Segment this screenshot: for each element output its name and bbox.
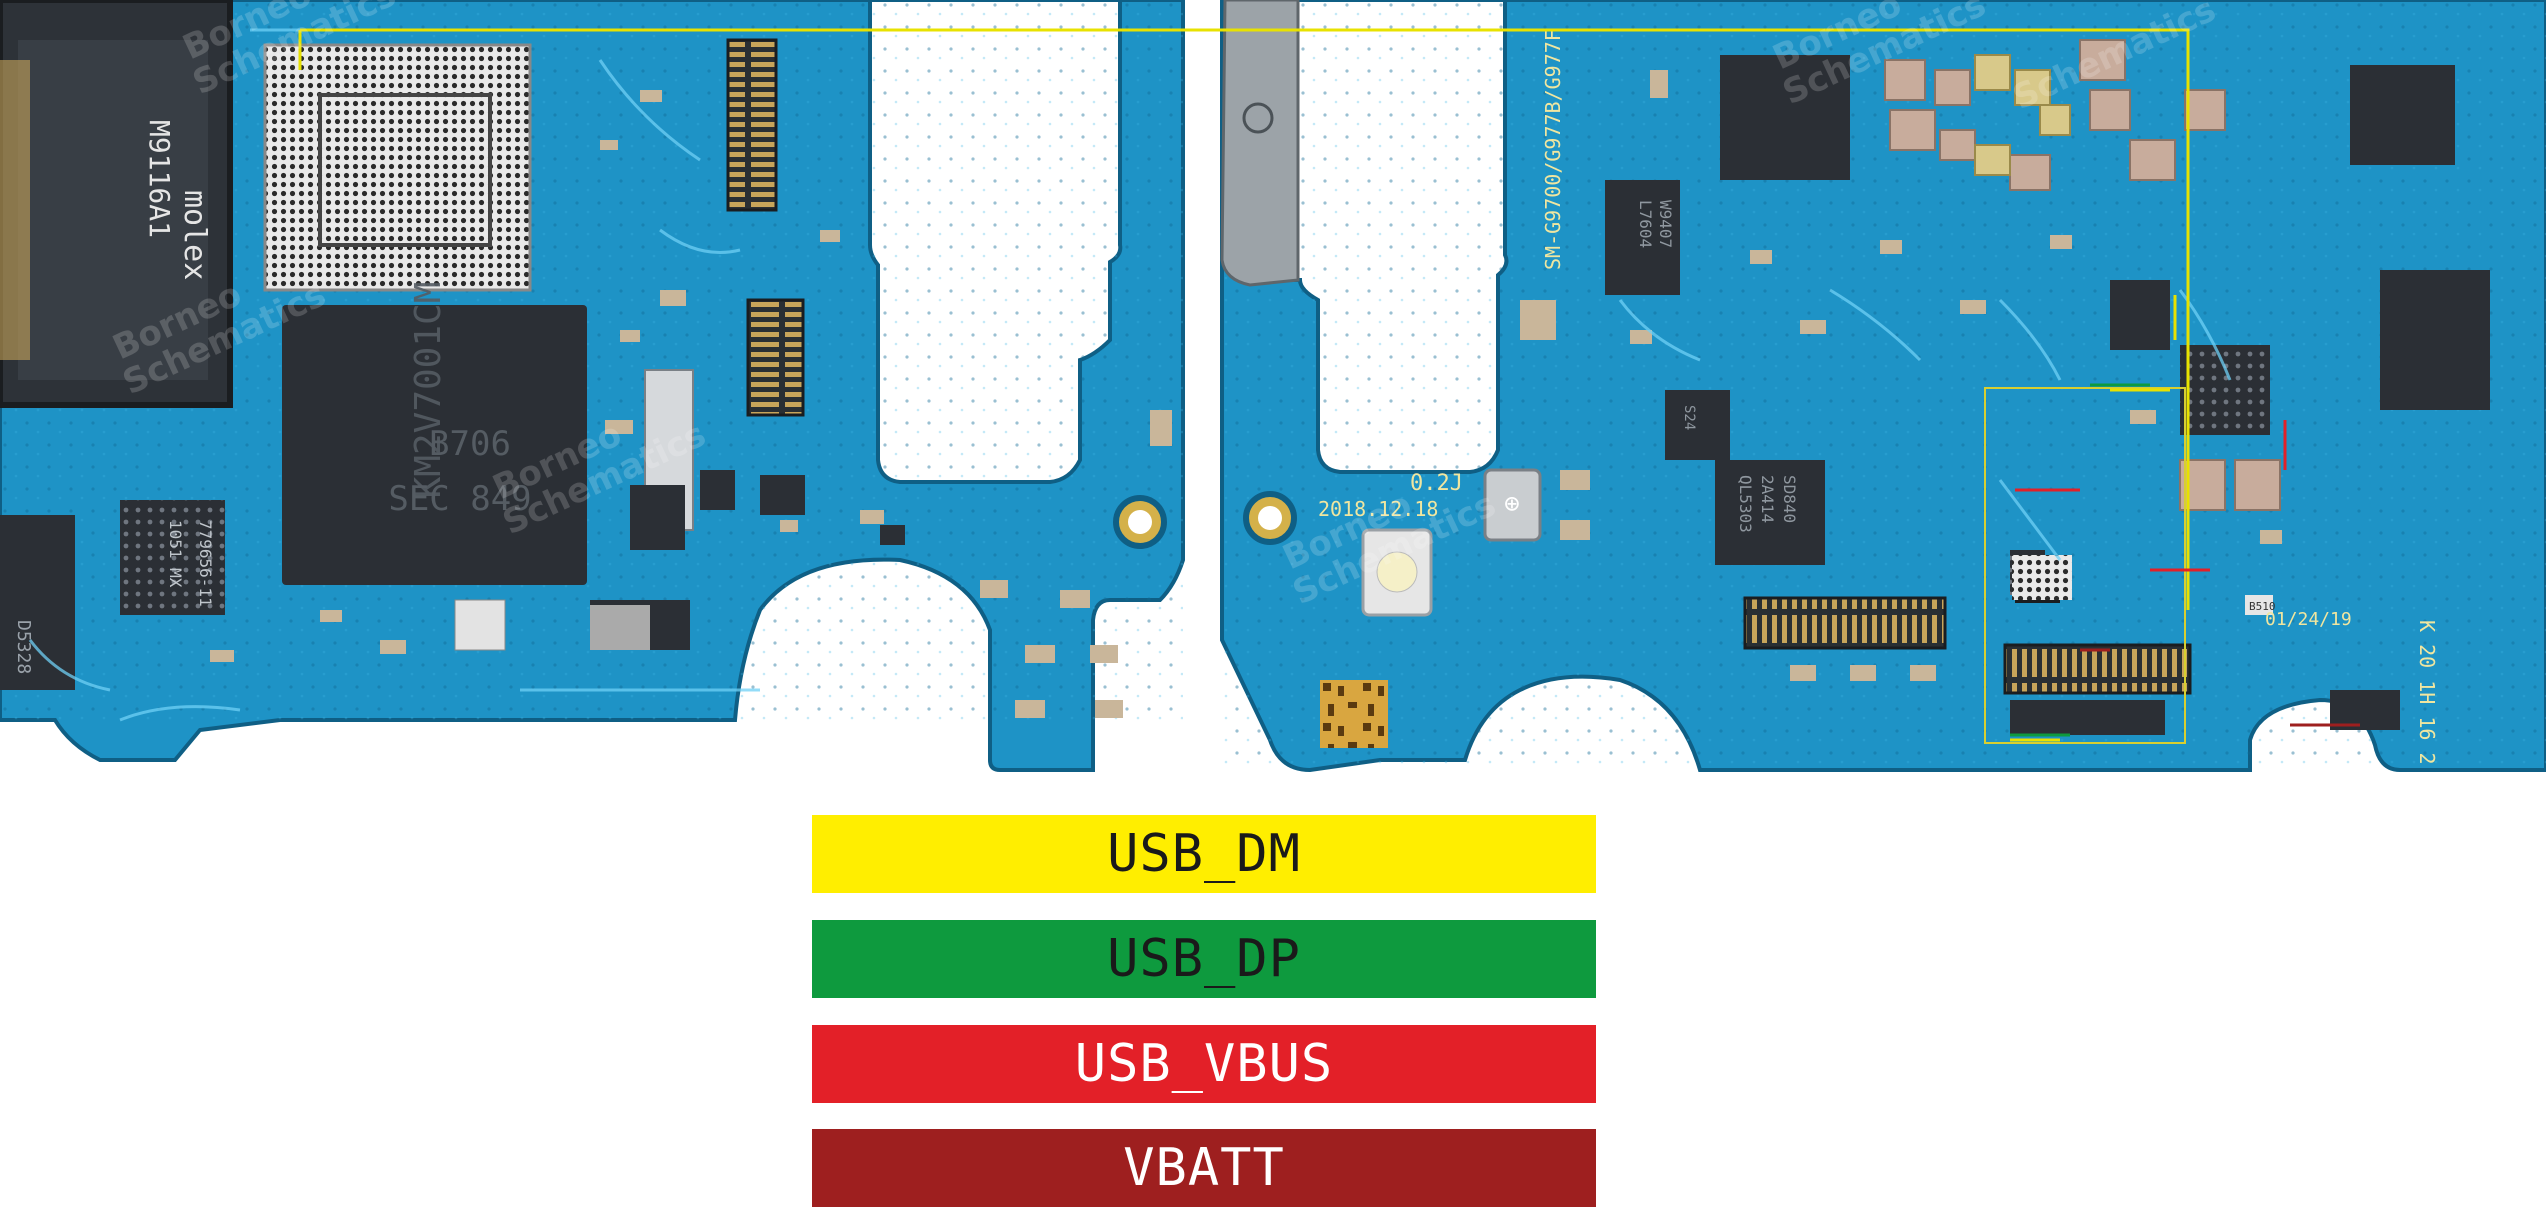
fpc-connector-mid xyxy=(746,298,805,417)
tactile-switch-dome xyxy=(1376,551,1418,593)
fpc-connector-top xyxy=(726,38,778,212)
sim-contacts xyxy=(0,60,30,360)
bga-footprint xyxy=(263,43,532,292)
chip-sd840-label: SD840 xyxy=(1780,475,1799,523)
legend-usb-dm: USB_DM xyxy=(812,815,1596,893)
pcb-board-photo: M9116A1 molex KM2V7001CM B706 SEC 849 D5… xyxy=(0,0,2546,773)
legend-usb-dp-label: USB_DP xyxy=(1107,929,1301,989)
legend-usb-dm-label: USB_DM xyxy=(1107,824,1301,884)
memory-chip-label-2: B706 xyxy=(429,424,511,464)
chip-l7604 xyxy=(1605,180,1680,295)
chip-1051mx xyxy=(120,500,225,615)
usb-dm-trace-right xyxy=(1183,28,2190,610)
tantalum-caps-right xyxy=(1974,54,2071,176)
ic-components-left xyxy=(630,470,905,550)
data-matrix-code xyxy=(1320,680,1388,748)
fpc-connector-usb xyxy=(2003,643,2192,695)
bga-white-cluster xyxy=(2012,555,2072,600)
left-board: M9116A1 molex KM2V7001CM B706 SEC 849 D5… xyxy=(0,0,1185,772)
legend-usb-vbus: USB_VBUS xyxy=(812,1025,1596,1103)
chip-right-1 xyxy=(1720,55,1850,180)
chip-right-3 xyxy=(2380,270,2490,410)
memory-chip-label-3: SEC 849 xyxy=(388,479,531,519)
chip-2a414-label: 2A414 xyxy=(1758,475,1777,523)
traces-right xyxy=(1618,288,2232,561)
chip-d5328-label: D5328 xyxy=(13,620,34,674)
chip-s24-label: S24 xyxy=(1681,405,1697,430)
chip-pmic-bga xyxy=(2180,345,2270,435)
inductors-right xyxy=(1884,39,2281,511)
signal-overlay xyxy=(1183,28,2360,744)
passive-components-left xyxy=(210,90,1172,718)
sim-connector-inner xyxy=(18,40,208,380)
sim-model-text: M9116A1 xyxy=(143,120,176,238)
chip-1051mx-label: 1051 MX xyxy=(166,520,185,588)
code-right-vertical: K 20 1H 16 2 xyxy=(2415,620,2439,765)
right-board: ⊕ 0.2J 2018.12.18 SM-G9700/G977B/G977F L… xyxy=(1183,0,2546,773)
chip-right-2 xyxy=(2350,65,2455,165)
capacitor-large-2 xyxy=(590,605,650,650)
board-date: 2018.12.18 xyxy=(1318,497,1438,521)
connector-right-small xyxy=(2330,690,2400,730)
chip-ql5303 xyxy=(1715,460,1825,565)
probe-region-box xyxy=(1984,387,2186,744)
mounting-hole-left-center xyxy=(1128,510,1152,534)
memory-chip-label-1: KM2V7001CM xyxy=(408,282,449,499)
right-pcb-texture xyxy=(1222,0,2546,770)
code-date-right: 01/24/19 xyxy=(2265,609,2352,630)
memory-chip xyxy=(282,305,587,585)
board-version: 0.2J xyxy=(1410,471,1463,496)
chip-right-4 xyxy=(2110,280,2170,350)
bga-inner-ring xyxy=(318,93,492,247)
screw-post-icon: ⊕ xyxy=(1504,489,1520,519)
legend-usb-dp: USB_DP xyxy=(812,920,1596,998)
capacitor-large-1 xyxy=(454,599,506,651)
fpc-connector-right xyxy=(1743,596,1947,650)
metal-bracket xyxy=(1220,0,1300,287)
passive-components-right xyxy=(1520,70,2282,681)
board-model: SM-G9700/G977B/G977F xyxy=(1541,29,1565,270)
legend-vbatt-label: VBATT xyxy=(1123,1138,1285,1198)
chip-s24 xyxy=(1665,390,1730,460)
mounting-hole-right-center xyxy=(1258,506,1282,530)
bracket-screw xyxy=(1242,102,1274,134)
chip-w9407-label: W9407 xyxy=(1656,200,1675,248)
chip-779656-label: 779656-11 xyxy=(196,520,215,607)
chip-ql5303-label: QL5303 xyxy=(1736,475,1755,533)
connector-lower xyxy=(2010,700,2165,735)
chip-b510 xyxy=(2245,595,2273,615)
sim-brand-text: molex xyxy=(177,190,212,280)
legend-vbatt: VBATT xyxy=(812,1129,1596,1207)
screw-post xyxy=(1483,468,1542,542)
chip-l7604-label: L7604 xyxy=(1636,200,1655,248)
chip-d5328 xyxy=(0,515,75,690)
chip-b510-label: B510 xyxy=(2249,600,2276,613)
legend-usb-vbus-label: USB_VBUS xyxy=(1074,1034,1334,1094)
